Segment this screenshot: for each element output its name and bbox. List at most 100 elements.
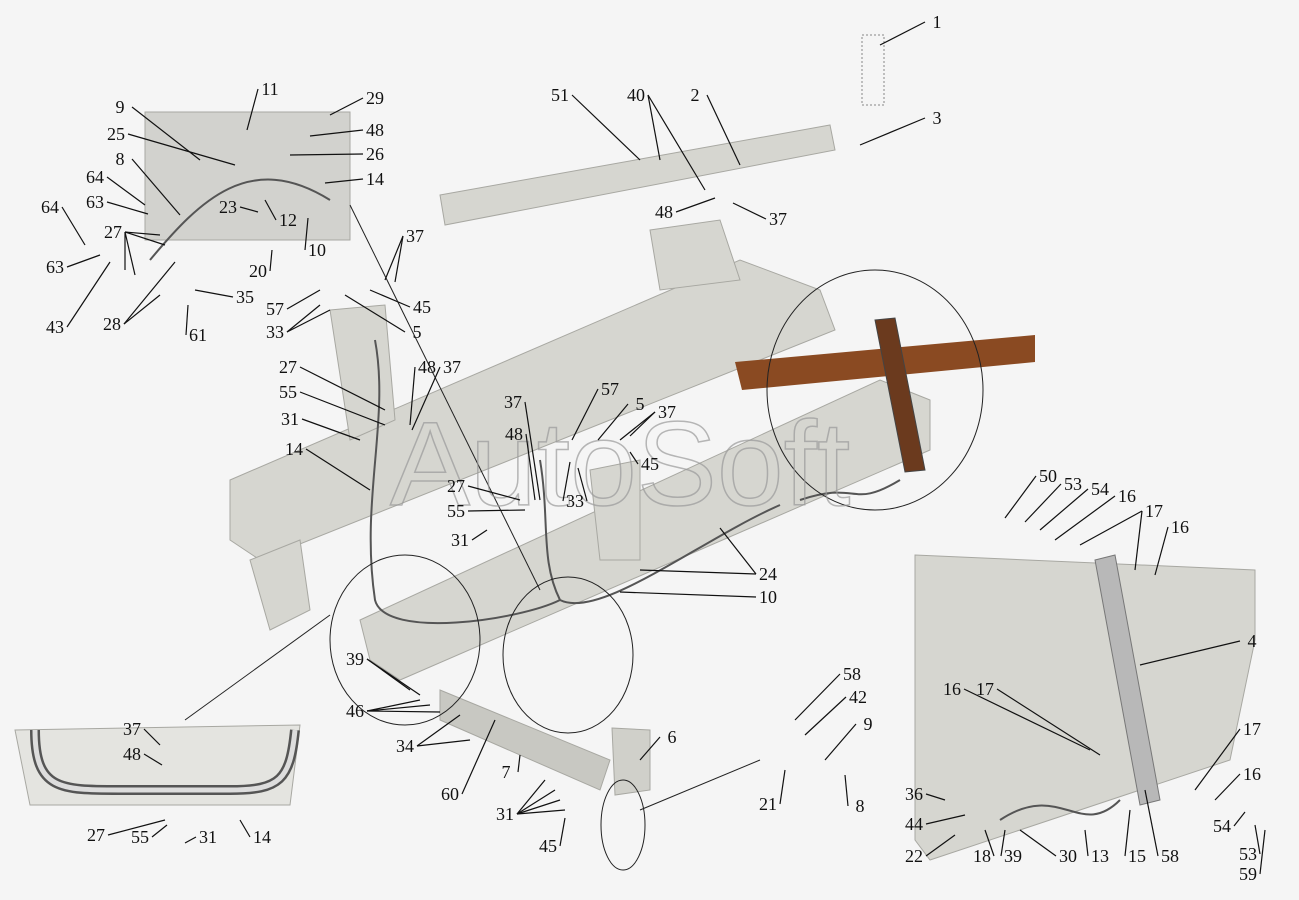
leader-line	[66, 254, 101, 268]
callout-label-37: 37	[406, 226, 424, 246]
leader-line	[467, 485, 521, 501]
leader-line	[647, 94, 706, 191]
callout-label-11: 11	[261, 79, 278, 99]
callout-label-59: 59	[1239, 864, 1257, 884]
leader-line	[1144, 789, 1159, 857]
callout-label-36: 36	[905, 784, 923, 804]
callout-label-35: 35	[236, 287, 254, 307]
leader-line	[194, 289, 234, 298]
callout-label-63: 63	[46, 257, 64, 277]
leader-line	[239, 206, 259, 213]
callout-label-44: 44	[905, 814, 923, 834]
leader-line	[1154, 526, 1169, 576]
leader-line	[286, 304, 321, 333]
leader-line	[1254, 824, 1261, 855]
callout-label-58: 58	[843, 664, 861, 684]
callout-label-46: 46	[346, 701, 364, 721]
leader-line	[844, 774, 849, 807]
leader-line	[461, 719, 496, 795]
leader-line	[571, 388, 599, 441]
callout-label-18: 18	[973, 846, 991, 866]
callout-label-45: 45	[641, 454, 659, 474]
leader-line	[1024, 483, 1062, 523]
callout-label-14: 14	[285, 439, 303, 459]
callout-label-48: 48	[123, 744, 141, 764]
leader-line	[996, 688, 1101, 756]
callout-label-40: 40	[627, 85, 645, 105]
callout-label-27: 27	[87, 825, 105, 845]
callout-label-57: 57	[266, 299, 284, 319]
leader-line	[619, 591, 757, 598]
leader-line	[124, 231, 161, 236]
leader-line	[794, 673, 841, 721]
leader-line	[779, 769, 786, 805]
callout-label-5: 5	[413, 322, 422, 342]
leader-line	[516, 809, 566, 815]
leader-line	[1084, 829, 1089, 857]
leader-line	[107, 819, 166, 836]
leader-line	[106, 176, 146, 206]
hoses	[149, 178, 1121, 821]
leader-line	[597, 403, 629, 441]
leader-line	[304, 217, 309, 251]
callout-label-16: 16	[1171, 517, 1189, 537]
leader-line	[269, 249, 273, 272]
callout-label-12: 12	[279, 210, 297, 230]
callout-label-13: 13	[1091, 846, 1109, 866]
callout-label-7: 7	[502, 762, 511, 782]
callout-label-24: 24	[759, 564, 777, 584]
cylinder	[1094, 554, 1161, 806]
callout-label-30: 30	[1059, 846, 1077, 866]
callout-label-64: 64	[86, 167, 104, 187]
leader-line	[1000, 829, 1006, 857]
callout-label-54: 54	[1091, 479, 1109, 499]
leader-line	[571, 94, 641, 161]
callout-label-31: 31	[199, 827, 217, 847]
leader-line	[131, 158, 181, 216]
callout-label-1: 1	[933, 12, 942, 32]
callout-label-34: 34	[396, 736, 414, 756]
spring	[861, 34, 885, 106]
leader-line	[925, 814, 966, 825]
leader-line	[1194, 728, 1241, 791]
leader-line	[416, 739, 471, 747]
callout-label-45: 45	[413, 297, 431, 317]
callout-label-21: 21	[759, 794, 777, 814]
leader-line	[124, 231, 166, 246]
leader-line	[301, 418, 361, 441]
callout-label-9: 9	[864, 714, 873, 734]
callout-label-48: 48	[655, 202, 673, 222]
callout-label-39: 39	[346, 649, 364, 669]
callout-label-14: 14	[253, 827, 271, 847]
leader-line	[329, 97, 364, 116]
callout-label-5: 5	[636, 394, 645, 414]
callout-label-57: 57	[601, 379, 619, 399]
vehicle-frame	[14, 111, 1256, 861]
callout-label-60: 60	[441, 784, 459, 804]
leader-line	[925, 834, 956, 857]
callout-label-31: 31	[496, 804, 514, 824]
leader-line	[517, 754, 521, 773]
cylinder-upper	[874, 317, 926, 473]
callout-label-58: 58	[1161, 846, 1179, 866]
leader-line	[309, 129, 364, 137]
leader-line	[1019, 829, 1057, 857]
watermark: AutoSoft	[390, 397, 850, 531]
leader-line	[1214, 773, 1241, 801]
callout-label-27: 27	[104, 222, 122, 242]
callout-label-27: 27	[279, 357, 297, 377]
leader-line	[61, 206, 86, 246]
leader-line	[639, 569, 757, 575]
callout-label-17: 17	[976, 679, 994, 699]
leader-line	[366, 704, 431, 712]
leader-line	[525, 433, 536, 501]
leader-line	[1124, 809, 1131, 857]
leader-line	[639, 736, 661, 761]
leader-line	[629, 411, 656, 437]
callout-label-48: 48	[418, 357, 436, 377]
callout-label-15: 15	[1128, 846, 1146, 866]
leader-line	[706, 94, 741, 166]
leader-line	[732, 202, 767, 220]
